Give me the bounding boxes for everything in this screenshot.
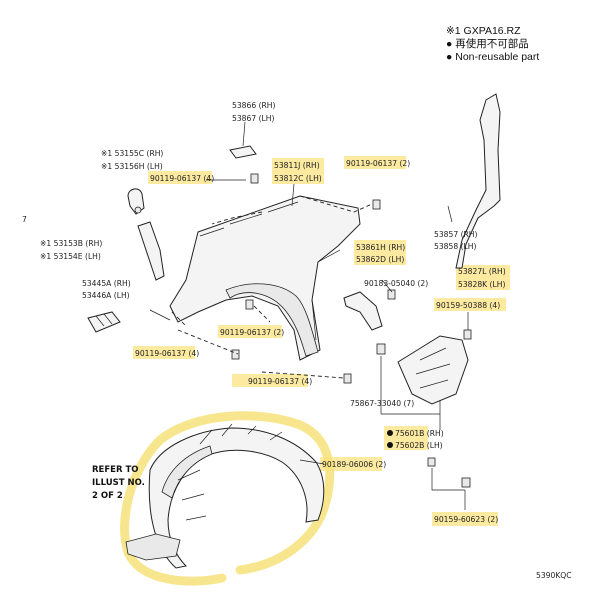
part-53861h-seal [343,291,383,331]
label-90183: 90183-05040 (2) [364,279,428,288]
part-53155c-clip [127,188,145,215]
highlight-90119-2a [344,156,406,169]
fender-liner [125,423,325,569]
label-53862: 53862D (LH) [356,255,404,264]
label-53446a: 53446A (LH) [82,291,130,300]
highlight-90159-2 [432,512,498,526]
highlight-90119-2b [218,325,282,338]
label-refer-3: 2 OF 2 [92,491,123,501]
highlight-90119-4a [148,171,212,184]
label-53828: 53828K (LH) [458,280,505,289]
highlight-90119-4b [133,346,195,359]
label-53153b: ※1 53153B (RH) [40,239,102,248]
fasteners [231,173,472,488]
label-refer-1: REFER TO [92,465,139,475]
label-53861: 53861H (RH) [356,243,405,252]
label-90119-4a: 90119-06137 (4) [150,174,214,183]
part-53153b-bracket [137,221,165,281]
highlight-90119-4c [232,374,308,387]
label-53857: 53857 (RH) [434,230,478,239]
label-53858: 53858 (LH) [434,242,476,251]
part-53857-seal [447,93,501,269]
part-53866-pad [229,121,257,159]
legend-reuse-jp: ● 再使用不可部品 [446,37,529,50]
highlight-90159-4 [434,298,506,311]
label-tick: 7 [22,215,27,224]
label-75602: 75602B (LH) [395,441,443,450]
highlight-53861 [354,240,406,265]
leader-lines [149,179,469,510]
label-75601: 75601B (RH) [395,429,444,438]
part-53445a [87,311,121,333]
highlight-circle [120,411,335,586]
label-90159-4: 90159-50388 (4) [436,301,500,310]
label-53866: 53866 (RH) [232,101,276,110]
highlight-53811 [272,158,324,184]
label-53867: 53867 (LH) [232,114,274,123]
legend-code: ※1 GXPA16.RZ [446,25,521,37]
part-mudguard [397,335,469,405]
legend-non-reusable: ● Non-reusable part [446,51,539,63]
label-53827: 53827L (RH) [458,267,506,276]
fender-panel [169,195,361,361]
label-90119-2a: 90119-06137 (2) [346,159,410,168]
label-53154e: ※1 53154E (LH) [40,252,101,261]
nonreusable-dot-75601 [387,430,393,436]
label-90119-2b: 90119-06137 (2) [220,328,284,337]
label-53156h: ※1 53156H (LH) [101,162,163,171]
highlight-90189 [320,457,382,471]
highlight-53827 [456,265,510,290]
legend: ※1 GXPA16.RZ ● 再使用不可部品 ● Non-reusable pa… [446,25,539,63]
label-90159-2: 90159-60623 (2) [434,515,498,524]
nonreusable-dot-75602 [387,442,393,448]
label-53155c: ※1 53155C (RH) [101,149,163,158]
label-refer-2: ILLUST NO. [92,478,145,488]
label-53811: 53811J (RH) [274,161,320,170]
label-53445a: 53445A (RH) [82,279,131,288]
highlights [120,156,510,586]
diagram-code: 5390KQC [536,571,572,580]
labels: 53866 (RH) 53867 (LH) ※1 53155C (RH) ※1 … [22,101,572,580]
label-90119-4b: 90119-06137 (4) [135,349,199,358]
label-90189: 90189-06006 (2) [322,460,386,469]
label-53812: 53812C (LH) [274,174,322,183]
label-90119-4c: 90119-06137 (4) [248,377,312,386]
label-75867: 75867-33040 (7) [350,399,414,408]
